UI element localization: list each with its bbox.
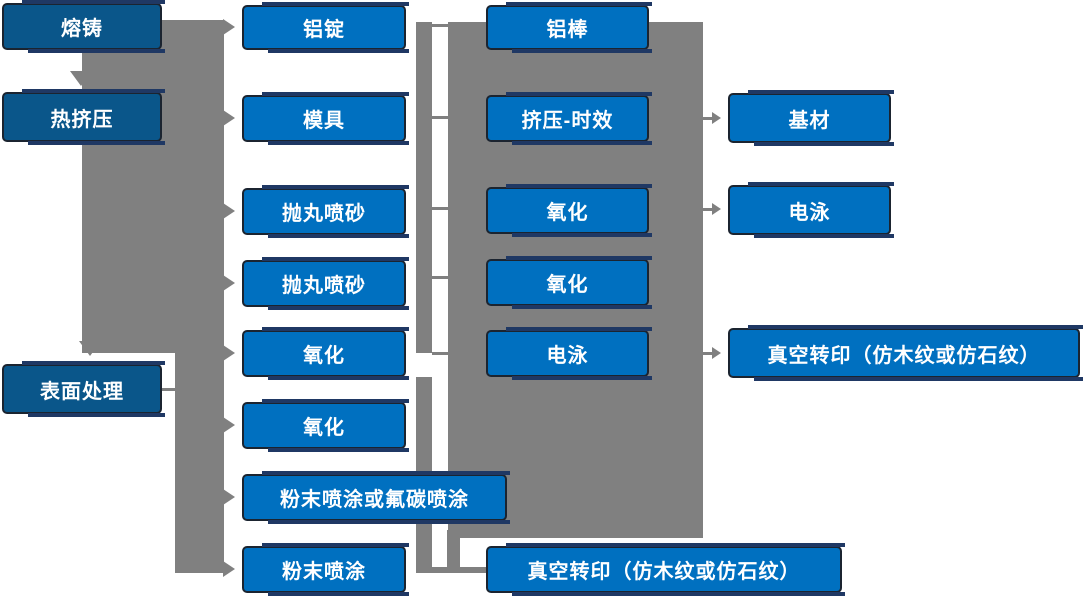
node-aluminum-ingot: 铝锭: [242, 2, 409, 53]
tie-line-row1: [432, 24, 448, 27]
tie-line-surface-treatment: [162, 388, 176, 391]
arrow-shaft-to-base-material: [701, 117, 713, 120]
node-surface-treatment: 表面处理: [2, 361, 165, 417]
node-shot-blast-1: 抛丸喷砂: [242, 185, 409, 238]
arrow-right-to-electrophoresis-2-icon: [712, 203, 721, 215]
arrow-right-to-oxidation-2-icon: [223, 417, 235, 433]
node-electrophoresis-2: 电泳: [728, 182, 894, 238]
node-mold: 模具: [242, 92, 409, 145]
node-base-material: 基材: [728, 90, 894, 146]
connector-left-lower-bar: [175, 353, 224, 573]
arrow-right-to-powder-coating-icon: [223, 561, 235, 577]
arrow-shaft-to-electrophoresis-2: [701, 208, 713, 211]
node-vacuum-transfer-1: 真空转印（仿木纹或仿石纹）: [486, 543, 845, 596]
arrow-right-to-aluminum-ingot-icon: [223, 19, 235, 35]
node-hot-extrusion: 热挤压: [2, 89, 165, 145]
node-powder-or-fluorocarbon: 粉末喷涂或氟碳喷涂: [242, 471, 510, 524]
arrow-right-to-oxidation-1-icon: [223, 345, 235, 361]
node-vacuum-transfer-2: 真空转印（仿木纹或仿石纹）: [728, 325, 1083, 381]
tie-line-row4: [432, 276, 448, 279]
node-oxidation-2: 氧化: [242, 399, 409, 452]
connector-left-block: [82, 20, 224, 353]
connector-bottom-line: [430, 567, 487, 573]
arrow-right-to-shot-blast-2-icon: [223, 275, 235, 291]
arrow-right-to-powder-or-fluorocarbon-icon: [223, 489, 235, 505]
arrow-right-to-vacuum-transfer-2-icon: [712, 347, 721, 359]
arrow-right-to-mold-icon: [223, 110, 235, 126]
arrow-right-to-shot-blast-1-icon: [223, 203, 235, 219]
node-electrophoresis-1: 电泳: [486, 327, 652, 380]
tie-line-row2: [432, 116, 448, 119]
node-extrusion-aging: 挤压-时效: [486, 92, 652, 145]
tie-line-row3: [432, 207, 448, 210]
connector-right-block-leg: [447, 530, 460, 573]
tie-line-row5: [432, 352, 448, 355]
arrow-right-to-base-material-icon: [712, 112, 721, 124]
arrow-down-to-surface-treatment-icon: [79, 341, 101, 356]
connector-middle-bar-top: [416, 22, 432, 353]
node-powder-coating: 粉末喷涂: [242, 543, 409, 596]
node-shot-blast-2: 抛丸喷砂: [242, 257, 409, 310]
node-melt-cast: 熔铸: [2, 0, 165, 53]
arrow-down-to-hot-extrusion-icon: [70, 71, 92, 86]
node-oxidation-3: 氧化: [486, 184, 652, 237]
arrow-shaft-to-vacuum-transfer-2: [701, 352, 713, 355]
node-oxidation-4: 氧化: [486, 256, 652, 309]
node-oxidation-1: 氧化: [242, 327, 409, 380]
node-aluminum-rod: 铝棒: [486, 2, 652, 53]
